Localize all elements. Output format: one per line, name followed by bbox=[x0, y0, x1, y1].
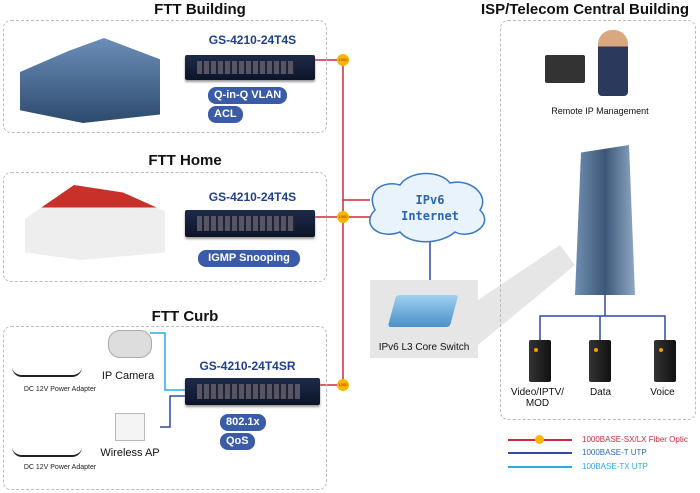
video-server-icon bbox=[529, 340, 551, 382]
curb-switch bbox=[185, 378, 320, 405]
server-links bbox=[539, 295, 666, 340]
server-label-data: Data bbox=[589, 387, 612, 398]
ap-link bbox=[160, 395, 185, 428]
data-center-tower bbox=[575, 145, 635, 295]
home-switch bbox=[185, 210, 315, 237]
internet-line1: IPv6 bbox=[415, 193, 445, 207]
building-switch bbox=[185, 55, 315, 80]
legend-100basetx: 100BASE-TX UTP bbox=[582, 462, 648, 471]
fiber-badge-icon: 1000 bbox=[337, 211, 349, 223]
server-label-video: Video/IPTV/ MOD bbox=[510, 387, 565, 409]
data-server-icon bbox=[589, 340, 611, 382]
laptop-icon bbox=[545, 55, 585, 83]
person-icon bbox=[598, 30, 628, 96]
ftt-building-box bbox=[3, 20, 327, 133]
internet-line2: Internet bbox=[401, 209, 459, 223]
ip-camera-label: IP Camera bbox=[101, 370, 155, 382]
legend-fiber-badge-icon bbox=[535, 435, 544, 444]
ftt-curb-title: FTT Curb bbox=[151, 308, 219, 325]
remote-management-label: Remote IP Management bbox=[551, 106, 649, 116]
camera-link bbox=[150, 332, 185, 391]
curb-switch-model: GS-4210-24T4SR bbox=[199, 359, 296, 373]
feature-acl: ACL bbox=[208, 106, 243, 123]
ip-camera-icon bbox=[108, 330, 152, 358]
feature-qinq-vlan: Q-in-Q VLAN bbox=[208, 87, 288, 104]
power-adapter-icon bbox=[12, 365, 82, 377]
feature-qos: QoS bbox=[220, 433, 255, 450]
isp-title: ISP/Telecom Central Building bbox=[480, 1, 690, 18]
voice-server-icon bbox=[654, 340, 676, 382]
wireless-ap-icon bbox=[115, 413, 145, 441]
legend-line-100basetx bbox=[508, 466, 572, 468]
feature-8021x: 802.1x bbox=[220, 414, 266, 431]
fiber-badge-icon: 1000 bbox=[337, 379, 349, 391]
adapter-label-1: DC 12V Power Adapter bbox=[23, 386, 97, 393]
core-switch-icon bbox=[387, 295, 459, 327]
ftt-home-box bbox=[3, 172, 327, 282]
power-adapter-icon-2 bbox=[12, 445, 82, 457]
ftt-home-title: FTT Home bbox=[148, 152, 222, 169]
server-label-voice: Voice bbox=[650, 387, 675, 398]
ftt-building-title: FTT Building bbox=[154, 1, 246, 18]
fiber-badge-icon: 1000 bbox=[337, 54, 349, 66]
legend-fiber: 1000BASE-SX/LX Fiber Optic bbox=[582, 435, 688, 444]
building-switch-model: GS-4210-24T4S bbox=[208, 33, 297, 47]
adapter-label-2: DC 12V Power Adapter bbox=[23, 464, 97, 471]
isp-box bbox=[500, 20, 696, 420]
legend-line-1000baset bbox=[508, 452, 572, 454]
internet-label: IPv6 Internet bbox=[380, 192, 480, 224]
legend-1000baset: 1000BASE-T UTP bbox=[582, 448, 647, 457]
internet-cloud bbox=[369, 172, 486, 243]
zoom-projection bbox=[478, 245, 575, 345]
feature-igmp-snooping: IGMP Snooping bbox=[198, 250, 300, 267]
core-switch-label: IPv6 L3 Core Switch bbox=[378, 342, 470, 353]
home-switch-model: GS-4210-24T4S bbox=[208, 190, 297, 204]
ftt-curb-box bbox=[3, 326, 327, 490]
wireless-ap-label: Wireless AP bbox=[100, 447, 160, 459]
